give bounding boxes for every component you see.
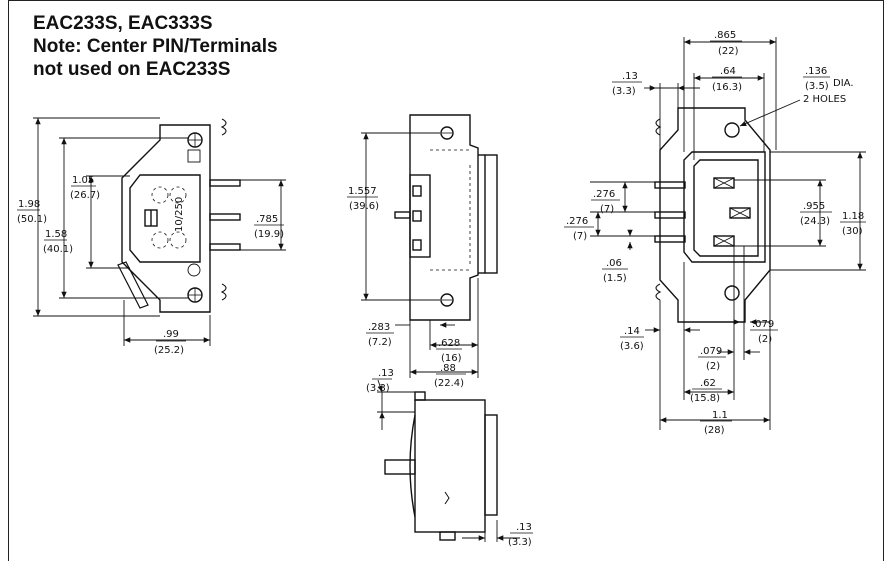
dim-rear-flange: .13 (3.3): [612, 71, 642, 97]
svg-text:(3.6): (3.6): [620, 341, 644, 352]
dim-rear-overall-width: .865 (22): [710, 30, 742, 57]
bottom-view: [384, 391, 498, 541]
svg-text:(3.5): (3.5): [805, 81, 829, 92]
svg-text:(25.2): (25.2): [154, 345, 184, 356]
front-dimensions: [33, 117, 286, 346]
rear-view: [654, 107, 771, 323]
svg-text:(40.1): (40.1): [43, 244, 73, 255]
svg-text:1.18: 1.18: [842, 211, 864, 222]
svg-text:.276: .276: [593, 189, 615, 200]
svg-text:(26.7): (26.7): [70, 190, 100, 201]
svg-text:.283: .283: [368, 322, 390, 333]
dim-bottom-bottom-offset: .13 (3.3): [508, 522, 533, 548]
svg-text:.99: .99: [163, 329, 179, 340]
svg-text:.13: .13: [622, 71, 638, 82]
svg-text:.865: .865: [714, 30, 736, 41]
dim-rear-pin-pitch-a: .276 (7): [591, 189, 620, 215]
svg-text:.136: .136: [805, 66, 827, 77]
svg-text:(1.5): (1.5): [603, 273, 627, 284]
note-line-2: not used on EAC233S: [33, 59, 231, 80]
side-dimensions: [361, 132, 479, 378]
bottom-dimensions: [377, 379, 520, 542]
dim-front-body-height: 1.05 (26.7): [70, 175, 100, 201]
dim-rear-left-offset: .14 (3.6): [620, 326, 644, 352]
dim-front-terminal-span: .785 (19.9): [254, 214, 284, 240]
rating-marking: 10/250: [174, 197, 185, 232]
dim-front-overall-height: 1.98 (50.1): [17, 199, 47, 225]
svg-text:(3.3): (3.3): [508, 537, 532, 548]
drawing-frame: [8, 0, 884, 561]
svg-text:(3.3): (3.3): [612, 86, 636, 97]
svg-text:.079: .079: [700, 346, 722, 357]
svg-text:(2): (2): [706, 361, 720, 372]
svg-text:(30): (30): [842, 226, 863, 237]
svg-text:.13: .13: [516, 522, 532, 533]
svg-text:.14: .14: [624, 326, 640, 337]
dim-rear-right-offset: .079 (2): [750, 319, 778, 345]
dim-rear-pin-thickness: .06 (1.5): [602, 258, 628, 284]
svg-text:2 HOLES: 2 HOLES: [803, 94, 846, 105]
svg-text:(22): (22): [718, 46, 739, 57]
svg-text:.955: .955: [803, 201, 825, 212]
svg-text:1.98: 1.98: [18, 199, 40, 210]
dim-front-mount-spacing: 1.58 (40.1): [43, 229, 73, 255]
svg-text:(16): (16): [441, 353, 462, 364]
svg-text:(7.2): (7.2): [368, 337, 392, 348]
svg-text:(22.4): (22.4): [434, 378, 464, 389]
svg-text:(28): (28): [704, 425, 725, 436]
svg-text:1.1: 1.1: [712, 410, 728, 421]
svg-text:(50.1): (50.1): [17, 214, 47, 225]
svg-text:(7): (7): [573, 231, 587, 242]
svg-text:(16.3): (16.3): [712, 82, 742, 93]
svg-text:(3.3): (3.3): [366, 383, 390, 394]
front-view: [117, 118, 241, 313]
svg-text:(2): (2): [758, 334, 772, 345]
svg-text:.276: .276: [566, 216, 588, 227]
svg-text:(24.3): (24.3): [800, 216, 830, 227]
svg-text:DIA.: DIA.: [833, 78, 854, 89]
dim-bottom-top-offset: .13 (3.3): [366, 368, 394, 394]
dim-rear-inner-width: .64 (16.3): [712, 66, 742, 93]
svg-text:.62: .62: [700, 378, 716, 389]
svg-text:(19.9): (19.9): [254, 229, 284, 240]
svg-text:(7): (7): [600, 204, 614, 215]
dim-rear-total-width: 1.1 (28): [700, 410, 732, 436]
svg-text:.64: .64: [720, 66, 736, 77]
rear-dimensions: [590, 37, 866, 430]
model-title: EAC233S, EAC333S: [33, 13, 213, 34]
svg-text:(39.6): (39.6): [349, 201, 379, 212]
svg-text:.13: .13: [378, 368, 394, 379]
dim-side-mount-spacing: 1.557 (39.6): [347, 186, 379, 212]
svg-text:1.557: 1.557: [348, 186, 377, 197]
dim-front-width: .99 (25.2): [154, 329, 186, 356]
svg-text:.06: .06: [606, 258, 622, 269]
dim-rear-overall-height: 1.18 (30): [840, 211, 866, 237]
side-view: [394, 114, 498, 321]
svg-text:1.05: 1.05: [72, 175, 94, 186]
svg-text:.628: .628: [438, 338, 460, 349]
dim-rear-pin-span: .62 (15.8): [690, 378, 722, 404]
dim-rear-pin-pitch-b: .276 (7): [564, 216, 594, 242]
dim-rear-center-offset: .079 (2): [698, 346, 726, 372]
svg-text:.079: .079: [752, 319, 774, 330]
svg-text:1.58: 1.58: [45, 229, 67, 240]
svg-text:.88: .88: [440, 363, 456, 374]
svg-text:(15.8): (15.8): [690, 393, 720, 404]
svg-text:.785: .785: [256, 214, 278, 225]
note-line-1: Note: Center PIN/Terminals: [33, 36, 278, 57]
dim-side-flange-offset: .283 (7.2): [366, 322, 394, 348]
dim-side-overall-depth: .88 (22.4): [434, 363, 466, 389]
dim-rear-hole: .136 (3.5) DIA. 2 HOLES: [803, 66, 854, 105]
dim-side-body-depth: .628 (16): [436, 338, 462, 364]
dim-rear-socket-height: .955 (24.3): [800, 201, 832, 227]
